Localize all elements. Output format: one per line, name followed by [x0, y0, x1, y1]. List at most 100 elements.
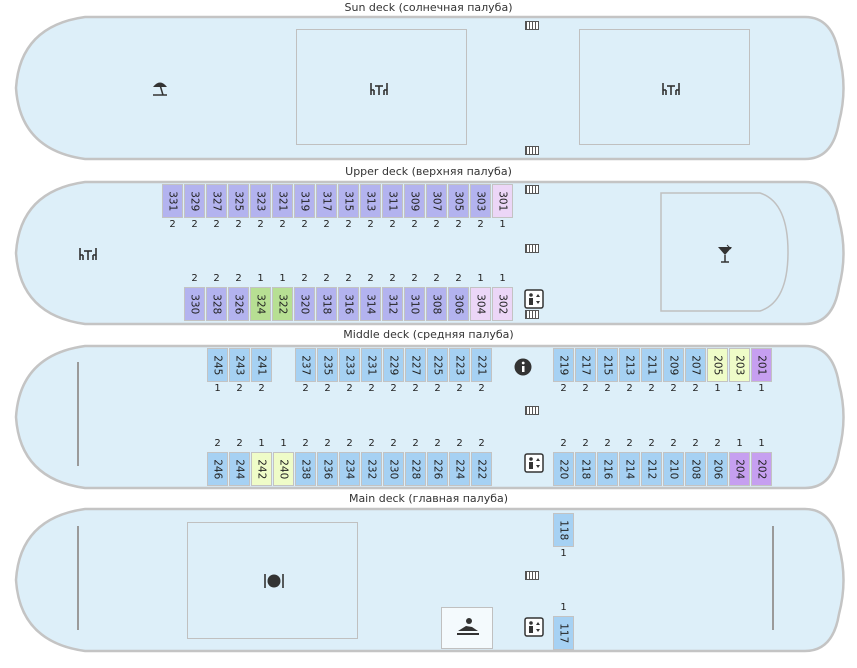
cabin-238[interactable]: 238 — [295, 452, 316, 486]
cabin-203[interactable]: 203 — [729, 348, 750, 382]
cabin-201[interactable]: 201 — [751, 348, 772, 382]
cabin-220[interactable]: 220 — [553, 452, 574, 486]
cabin-242[interactable]: 242 — [251, 452, 272, 486]
cabin-244[interactable]: 244 — [229, 452, 250, 486]
cabin-316[interactable]: 316 — [338, 287, 359, 321]
cabin-322[interactable]: 322 — [272, 287, 293, 321]
cabin-234[interactable]: 234 — [339, 452, 360, 486]
cabin-319[interactable]: 319 — [294, 184, 315, 218]
cabin-311[interactable]: 311 — [382, 184, 403, 218]
cabin-318[interactable]: 318 — [316, 287, 337, 321]
cabin-237[interactable]: 237 — [295, 348, 316, 382]
main-deck-title: Main deck (главная палуба) — [348, 492, 509, 505]
massage-icon — [457, 618, 479, 635]
cabin-306[interactable]: 306 — [448, 287, 469, 321]
cabin-312[interactable]: 312 — [382, 287, 403, 321]
stairs-icon — [525, 146, 539, 155]
cabin-229[interactable]: 229 — [383, 348, 404, 382]
cabin-233[interactable]: 233 — [339, 348, 360, 382]
cabin-214[interactable]: 214 — [619, 452, 640, 486]
cabin-number: 243 — [233, 354, 246, 376]
cabin-235[interactable]: 235 — [317, 348, 338, 382]
cabin-305[interactable]: 305 — [448, 184, 469, 218]
cabin-232[interactable]: 232 — [361, 452, 382, 486]
cabin-301[interactable]: 301 — [492, 184, 513, 218]
cabin-246[interactable]: 246 — [207, 452, 228, 486]
cabin-314[interactable]: 314 — [360, 287, 381, 321]
cabin-berths: 1 — [214, 383, 221, 394]
cabin-217[interactable]: 217 — [575, 348, 596, 382]
upper-deck-title: Upper deck (верхняя палуба) — [345, 165, 512, 178]
info-icon[interactable] — [514, 358, 532, 376]
cabin-206[interactable]: 206 — [707, 452, 728, 486]
cabin-230[interactable]: 230 — [383, 452, 404, 486]
cabin-berths: 1 — [477, 273, 484, 284]
cabin-number: 234 — [343, 458, 356, 480]
cabin-307[interactable]: 307 — [426, 184, 447, 218]
cabin-204[interactable]: 204 — [729, 452, 750, 486]
cabin-325[interactable]: 325 — [228, 184, 249, 218]
cabin-241[interactable]: 241 — [251, 348, 272, 382]
cabin-245[interactable]: 245 — [207, 348, 228, 382]
cabin-240[interactable]: 240 — [273, 452, 294, 486]
cabin-207[interactable]: 207 — [685, 348, 706, 382]
cabin-302[interactable]: 302 — [492, 287, 513, 321]
cabin-212[interactable]: 212 — [641, 452, 662, 486]
cabin-number: 320 — [298, 293, 311, 315]
cabin-227[interactable]: 227 — [405, 348, 426, 382]
cabin-226[interactable]: 226 — [427, 452, 448, 486]
cabin-331[interactable]: 331 — [162, 184, 183, 218]
cabin-210[interactable]: 210 — [663, 452, 684, 486]
cabin-number: 218 — [579, 458, 592, 480]
cabin-328[interactable]: 328 — [206, 287, 227, 321]
cabin-223[interactable]: 223 — [449, 348, 470, 382]
cabin-berths: 1 — [280, 438, 287, 449]
cabin-309[interactable]: 309 — [404, 184, 425, 218]
cabin-243[interactable]: 243 — [229, 348, 250, 382]
cabin-329[interactable]: 329 — [184, 184, 205, 218]
cabin-313[interactable]: 313 — [360, 184, 381, 218]
cabin-216[interactable]: 216 — [597, 452, 618, 486]
cabin-308[interactable]: 308 — [426, 287, 447, 321]
cabin-209[interactable]: 209 — [663, 348, 684, 382]
cabin-303[interactable]: 303 — [470, 184, 491, 218]
cabin-320[interactable]: 320 — [294, 287, 315, 321]
cabin-berths: 2 — [648, 383, 655, 394]
cabin-317[interactable]: 317 — [316, 184, 337, 218]
cabin-224[interactable]: 224 — [449, 452, 470, 486]
cabin-315[interactable]: 315 — [338, 184, 359, 218]
sun-deck-title: Sun deck (солнечная палуба) — [344, 1, 513, 14]
cabin-number: 309 — [408, 190, 421, 212]
cabin-berths: 2 — [346, 438, 353, 449]
cabin-211[interactable]: 211 — [641, 348, 662, 382]
cabin-berths: 2 — [345, 273, 352, 284]
cabin-330[interactable]: 330 — [184, 287, 205, 321]
cabin-310[interactable]: 310 — [404, 287, 425, 321]
cabin-117[interactable]: 117 — [553, 616, 574, 650]
cabin-215[interactable]: 215 — [597, 348, 618, 382]
cabin-118[interactable]: 118 — [553, 513, 574, 547]
cabin-221[interactable]: 221 — [471, 348, 492, 382]
cabin-213[interactable]: 213 — [619, 348, 640, 382]
cabin-236[interactable]: 236 — [317, 452, 338, 486]
cabin-205[interactable]: 205 — [707, 348, 728, 382]
cabin-321[interactable]: 321 — [272, 184, 293, 218]
cabin-berths: 1 — [258, 438, 265, 449]
cabin-323[interactable]: 323 — [250, 184, 271, 218]
cabin-231[interactable]: 231 — [361, 348, 382, 382]
cabin-219[interactable]: 219 — [553, 348, 574, 382]
cabin-202[interactable]: 202 — [751, 452, 772, 486]
cabin-222[interactable]: 222 — [471, 452, 492, 486]
cabin-304[interactable]: 304 — [470, 287, 491, 321]
cabin-324[interactable]: 324 — [250, 287, 271, 321]
cabin-208[interactable]: 208 — [685, 452, 706, 486]
cabin-327[interactable]: 327 — [206, 184, 227, 218]
cabin-number: 302 — [496, 293, 509, 315]
cabin-326[interactable]: 326 — [228, 287, 249, 321]
cabin-218[interactable]: 218 — [575, 452, 596, 486]
cabin-number: 326 — [232, 293, 245, 315]
cabin-228[interactable]: 228 — [405, 452, 426, 486]
cabin-berths: 2 — [367, 273, 374, 284]
cabin-225[interactable]: 225 — [427, 348, 448, 382]
cabin-number: 208 — [689, 458, 702, 480]
